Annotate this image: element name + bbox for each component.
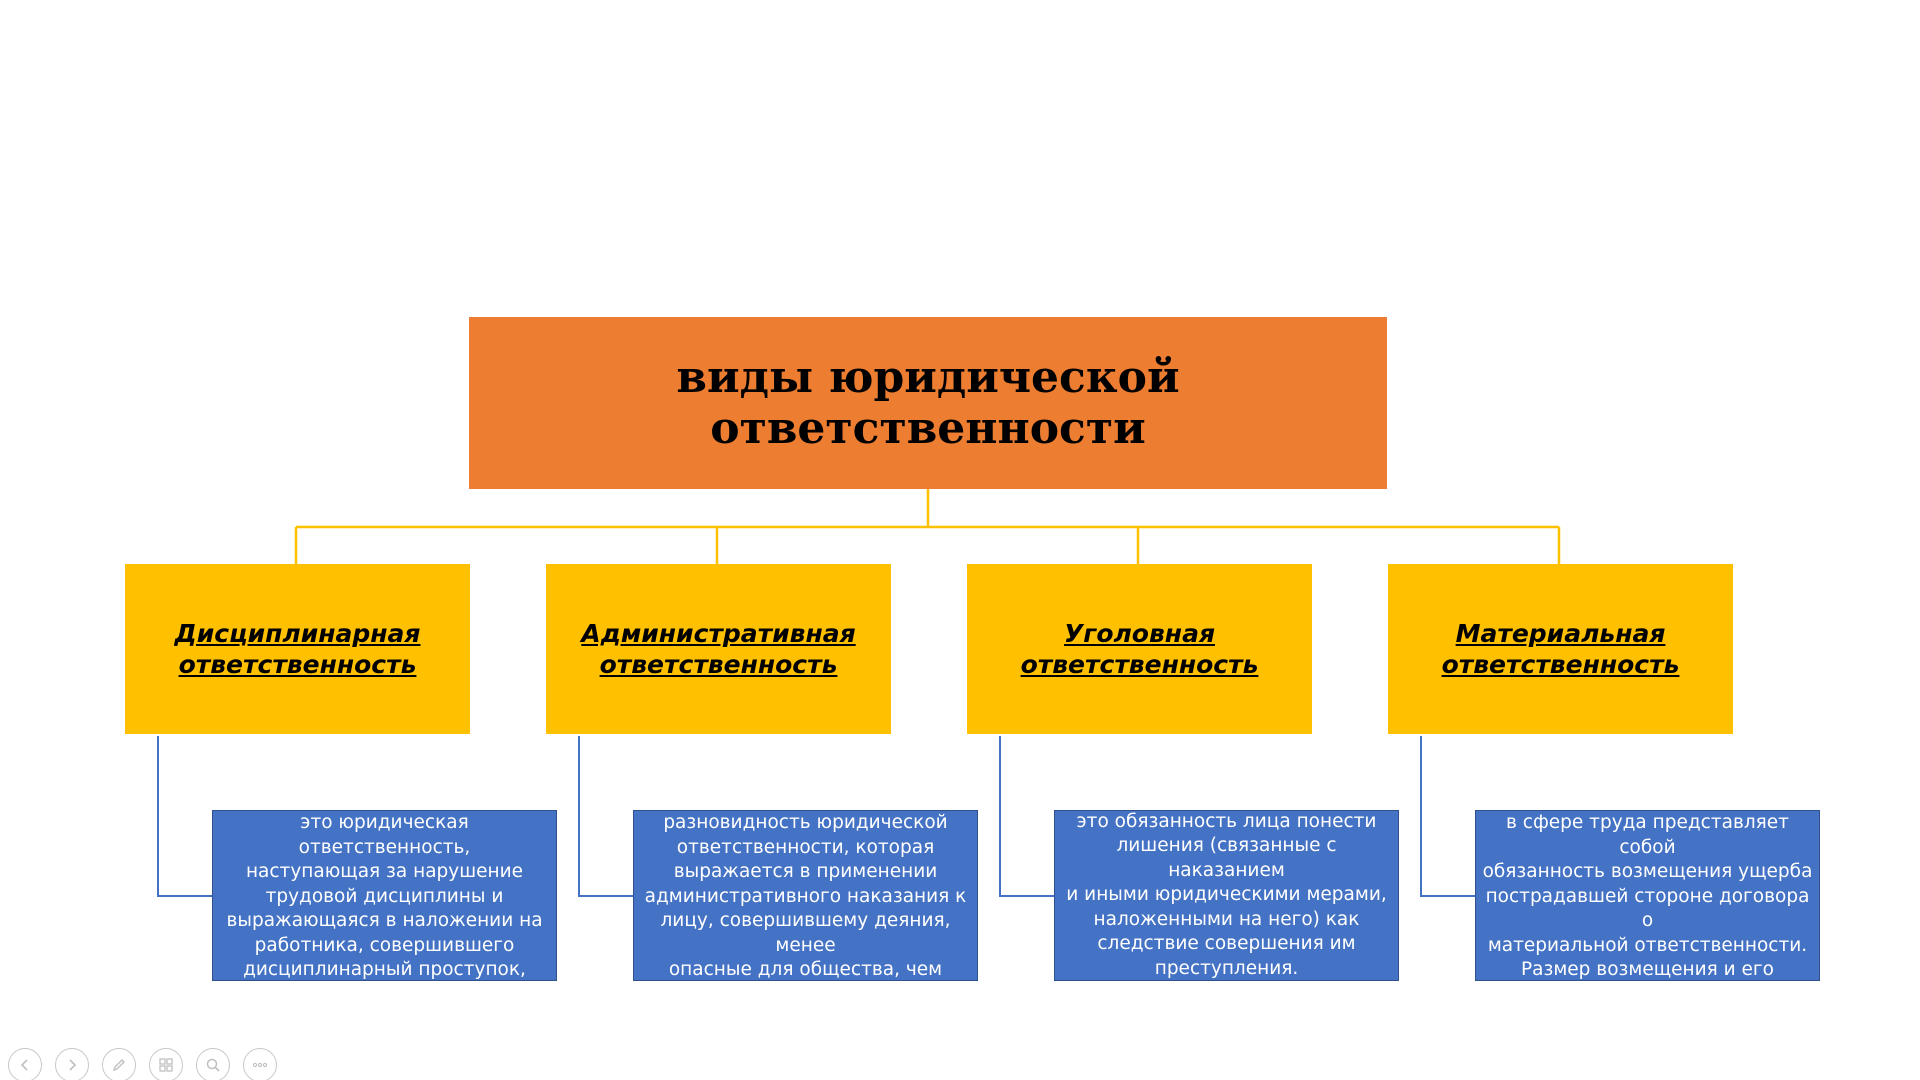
category-node-administrative: Административная ответственность xyxy=(546,564,891,734)
definition-text: это обязанность лица понести лишения (св… xyxy=(1066,810,1387,979)
see-all-slides-button[interactable] xyxy=(149,1048,183,1080)
next-icon xyxy=(69,1059,77,1071)
previous-slide-button[interactable] xyxy=(8,1048,42,1080)
definition-node-disciplinary: это юридическая ответственность, наступа… xyxy=(212,810,557,981)
zoom-button[interactable] xyxy=(196,1048,230,1080)
definition-connector-3 xyxy=(999,736,1054,897)
definition-node-criminal: это обязанность лица понести лишения (св… xyxy=(1054,810,1399,981)
slideshow-navigation xyxy=(8,1048,277,1080)
root-node: виды юридической ответственности xyxy=(469,317,1387,489)
definition-text: разновидность юридической ответственност… xyxy=(644,812,967,980)
category-node-material: Материальная ответственность xyxy=(1388,564,1733,734)
pen-icon xyxy=(112,1059,125,1072)
zoom-icon xyxy=(206,1058,220,1072)
definition-text: в сфере труда представляет собой обязанн… xyxy=(1482,812,1813,980)
pen-tool-button[interactable] xyxy=(102,1048,136,1080)
category-label: Материальная ответственность xyxy=(1441,619,1680,679)
more-options-button[interactable] xyxy=(243,1048,277,1080)
diagram-title: виды юридической ответственности xyxy=(676,352,1180,454)
category-label: Дисциплинарная ответственность xyxy=(174,619,421,679)
definition-connector-2 xyxy=(578,736,633,897)
definition-node-administrative: разновидность юридической ответственност… xyxy=(633,810,978,981)
category-node-disciplinary: Дисциплинарная ответственность xyxy=(125,564,470,734)
previous-icon xyxy=(20,1059,28,1071)
category-node-criminal: Уголовная ответственность xyxy=(967,564,1312,734)
definition-node-material: в сфере труда представляет собой обязанн… xyxy=(1475,810,1820,981)
category-label: Уголовная ответственность xyxy=(1020,619,1259,679)
slides-icon xyxy=(159,1058,173,1072)
category-label: Административная ответственность xyxy=(581,619,856,679)
definition-connector-4 xyxy=(1420,736,1475,897)
definition-connector-1 xyxy=(157,736,212,897)
definition-text: это юридическая ответственность, наступа… xyxy=(226,812,543,980)
next-slide-button[interactable] xyxy=(55,1048,89,1080)
more-icon xyxy=(252,1062,268,1068)
